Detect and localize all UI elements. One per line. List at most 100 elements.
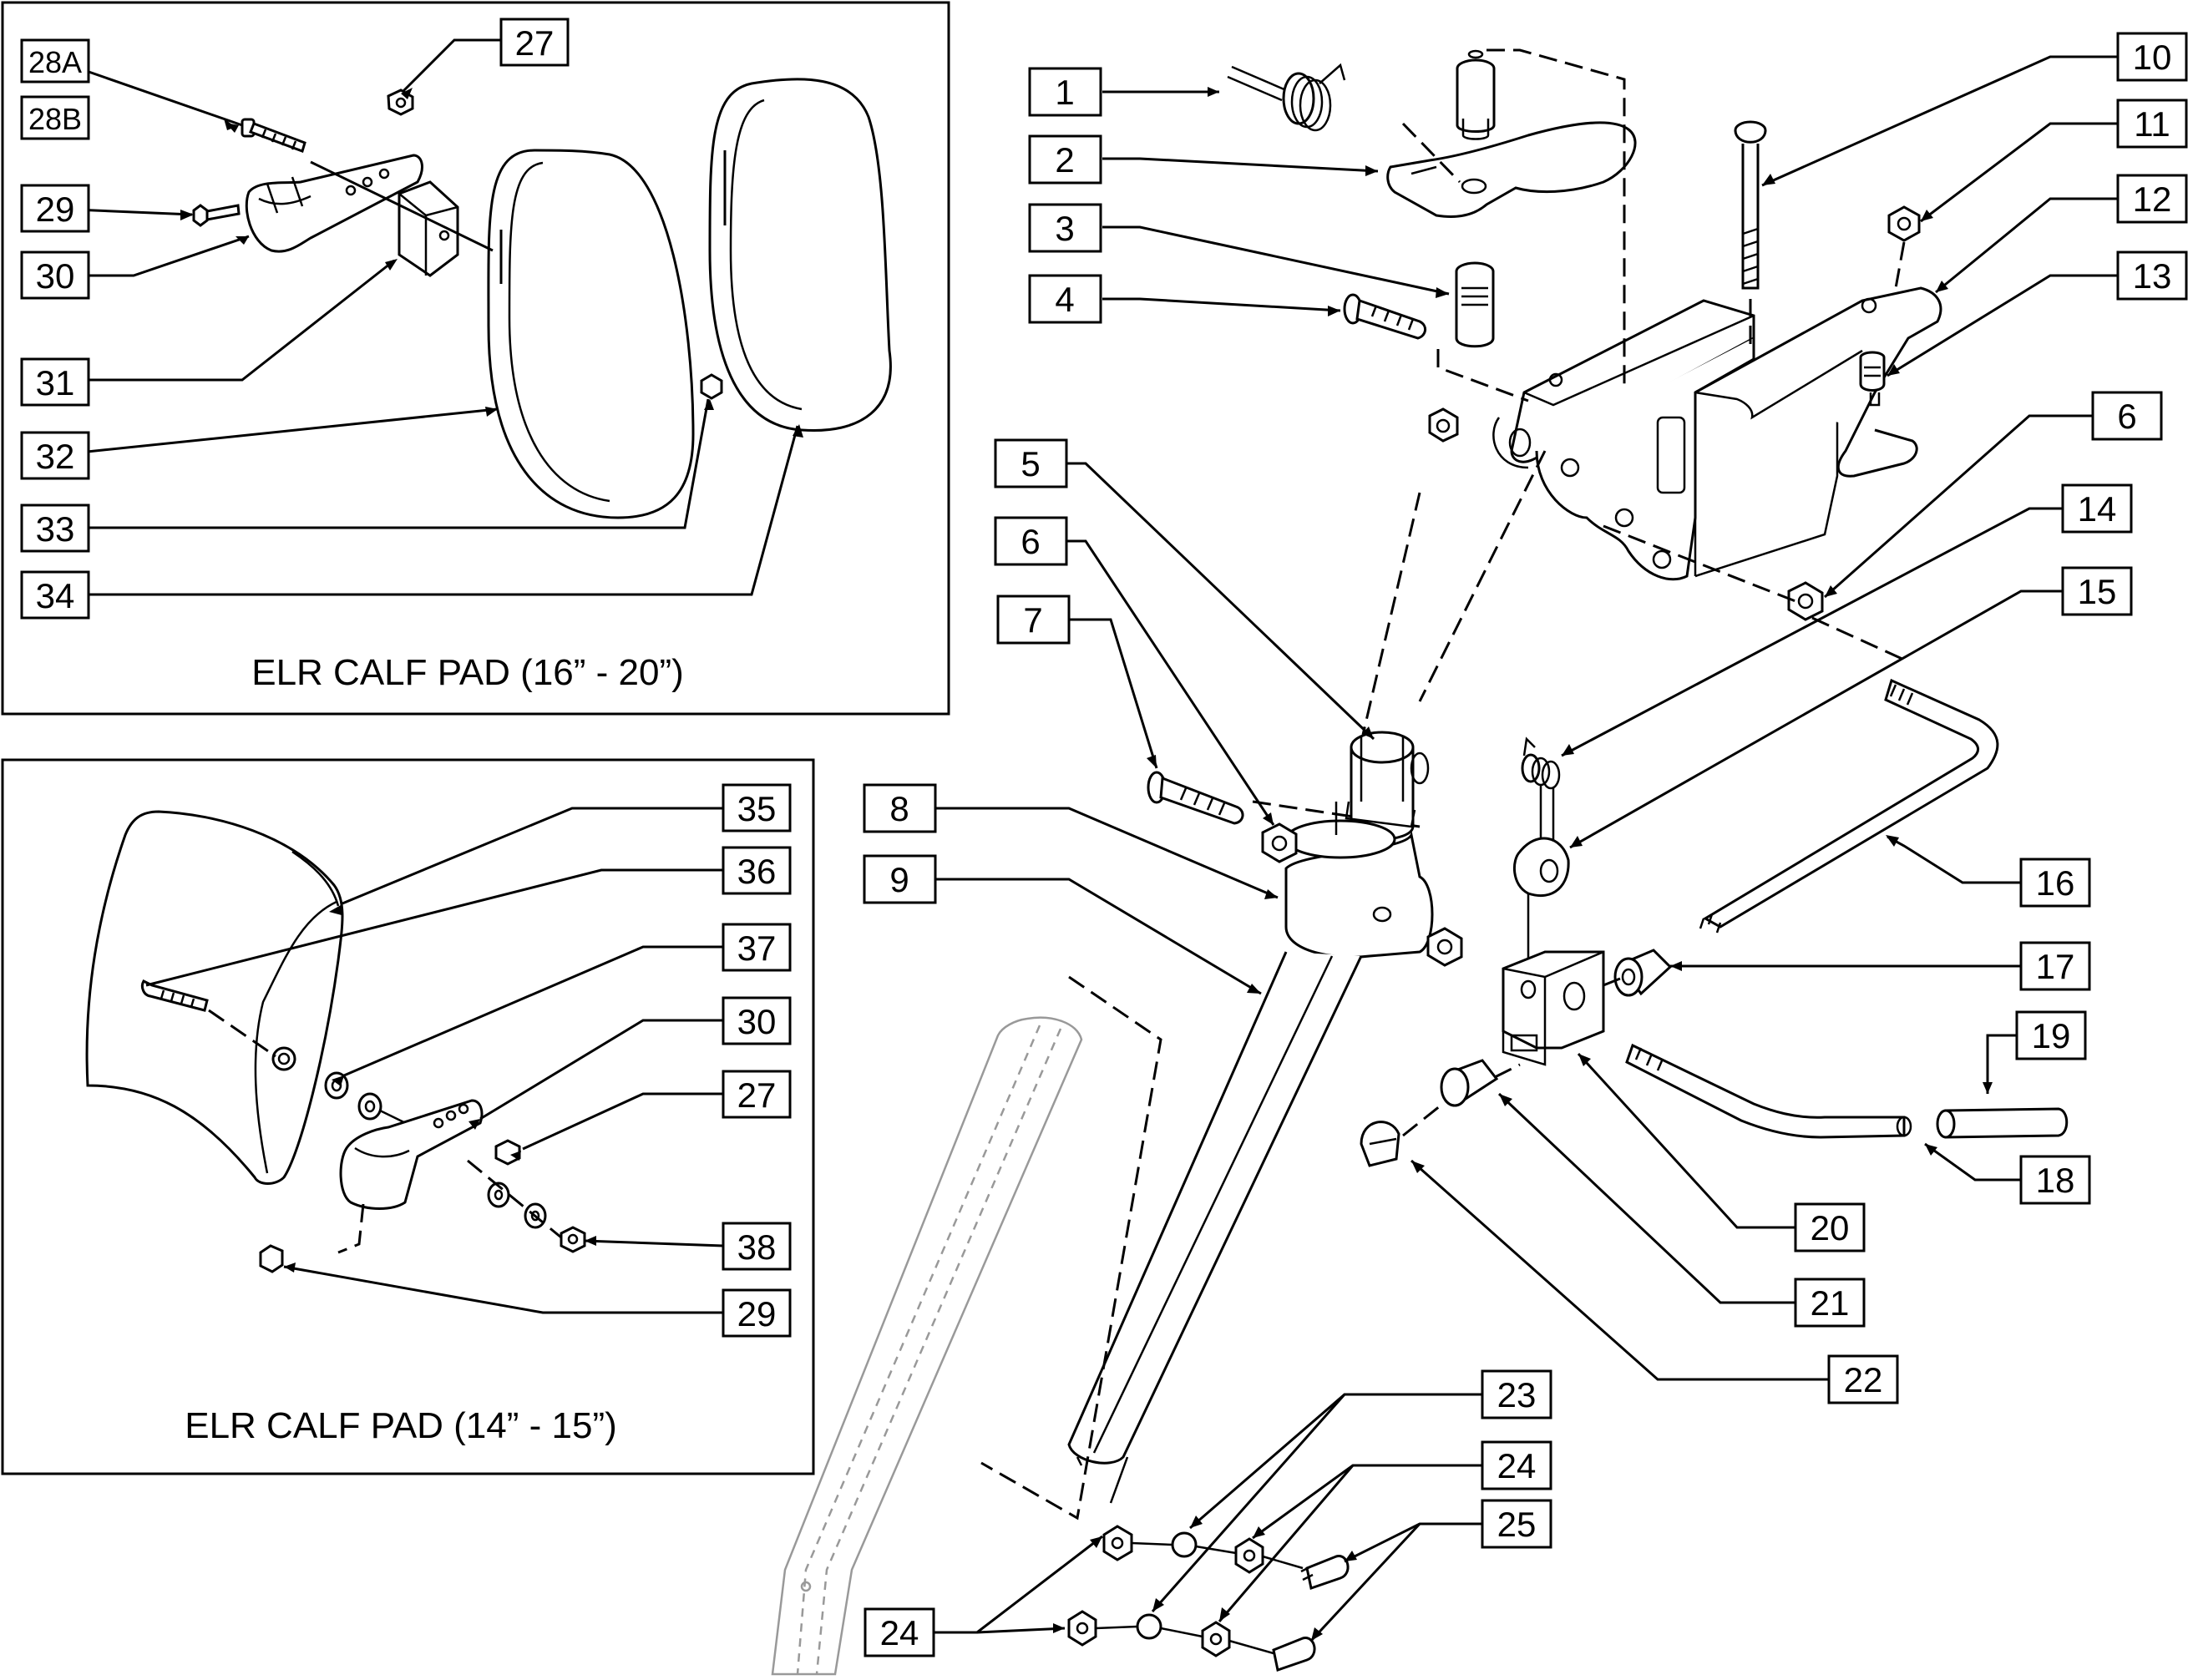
svg-text:21: 21 <box>1811 1283 1850 1323</box>
svg-text:5: 5 <box>1021 444 1040 483</box>
washer-37b <box>357 1092 382 1121</box>
callout-29-upper: 29 <box>20 184 90 233</box>
svg-text:27: 27 <box>515 23 555 63</box>
svg-text:29: 29 <box>36 190 75 229</box>
callout-28a: 28A <box>20 38 90 83</box>
pad-32-drawing <box>487 149 695 519</box>
callout-29-lower: 29 <box>722 1288 792 1338</box>
bracket-20-drawing <box>1502 950 1605 1066</box>
rod-18-drawing <box>1625 1043 1912 1139</box>
arm-12-drawing <box>1694 286 1942 478</box>
svg-text:4: 4 <box>1055 280 1074 319</box>
bushing-21-drawing <box>1440 1059 1499 1107</box>
bushing-17-drawing <box>1613 949 1673 997</box>
nut-6-left-drawing <box>1261 822 1298 863</box>
main-assembly: 1 2 3 4 5 6 7 8 <box>771 32 2188 1676</box>
svg-text:20: 20 <box>1811 1208 1850 1247</box>
callout-19: 19 <box>2015 1010 2087 1060</box>
svg-text:15: 15 <box>2078 572 2117 611</box>
svg-text:32: 32 <box>36 437 75 476</box>
svg-text:25: 25 <box>1497 1505 1537 1544</box>
callout-27-upper: 27 <box>499 18 570 67</box>
callout-33: 33 <box>20 503 90 553</box>
lever-2-drawing <box>1386 121 1637 218</box>
callout-6-right: 6 <box>2091 391 2163 441</box>
leader-34 <box>55 425 799 596</box>
collar-8-drawing <box>1284 802 1434 959</box>
callout-30-lower: 30 <box>722 996 792 1045</box>
spring-14-drawing <box>1521 736 1561 860</box>
callout-21: 21 <box>1794 1278 1866 1328</box>
svg-text:38: 38 <box>737 1227 777 1267</box>
svg-text:35: 35 <box>737 789 777 828</box>
callout-24-left: 24 <box>864 1607 935 1657</box>
tube-9-drawing <box>1067 951 1363 1504</box>
callout-24-right: 24 <box>1481 1440 1552 1490</box>
svg-text:10: 10 <box>2133 38 2172 77</box>
bushing-13-drawing <box>1859 351 1886 407</box>
clamp-30-lower-drawing <box>337 1099 484 1254</box>
callout-20: 20 <box>1794 1202 1866 1252</box>
callout-28b: 28B <box>20 95 90 140</box>
callout-7: 7 <box>996 595 1071 645</box>
inset-frame-upper <box>1 1 950 716</box>
svg-text:28A: 28A <box>28 45 82 79</box>
hanger-bracket-drawing <box>1492 299 1839 581</box>
ghost-tube-drawing <box>771 975 1162 1676</box>
tube-5-drawing <box>1345 731 1430 841</box>
rod-16-drawing <box>1699 678 1999 934</box>
svg-text:8: 8 <box>889 789 909 828</box>
callout-27-lower: 27 <box>722 1070 792 1119</box>
svg-text:30: 30 <box>737 1002 777 1041</box>
svg-text:29: 29 <box>737 1294 777 1333</box>
nut-11-drawing <box>1887 205 1921 242</box>
bolt-7-drawing <box>1147 771 1244 825</box>
bolt-4-drawing <box>1343 293 1426 340</box>
bushing-3-drawing <box>1455 261 1495 348</box>
inset-title-upper: ELR CALF PAD (16” - 20”) <box>251 652 684 693</box>
leader-29-lower <box>283 1265 723 1314</box>
leader-27-upper <box>401 38 501 94</box>
callout-13: 13 <box>2116 250 2188 301</box>
svg-text:6: 6 <box>2117 397 2136 436</box>
leader-30-lower <box>479 1019 723 1121</box>
nut-27-lower-drawing <box>494 1139 521 1166</box>
svg-text:36: 36 <box>737 852 777 891</box>
svg-text:17: 17 <box>2036 947 2075 986</box>
callout-14: 14 <box>2061 483 2133 534</box>
callout-23: 23 <box>1481 1369 1552 1419</box>
svg-text:24: 24 <box>880 1613 919 1652</box>
callout-3: 3 <box>1028 203 1102 253</box>
svg-text:11: 11 <box>2134 104 2170 144</box>
screw-29-drawing <box>192 204 241 227</box>
leader-36 <box>145 868 723 987</box>
svg-text:19: 19 <box>2032 1016 2071 1055</box>
svg-text:18: 18 <box>2036 1161 2075 1200</box>
screw-36-drawing <box>140 979 209 1012</box>
leader-33 <box>55 398 710 529</box>
callout-6-left: 6 <box>994 516 1068 566</box>
leader-38 <box>584 1239 724 1247</box>
callout-1: 1 <box>1028 67 1102 117</box>
svg-text:1: 1 <box>1055 73 1074 112</box>
svg-text:12: 12 <box>2133 180 2172 219</box>
bolt-28a-drawing <box>241 118 306 153</box>
callout-9: 9 <box>863 854 937 904</box>
svg-text:23: 23 <box>1497 1375 1537 1414</box>
svg-text:6: 6 <box>1021 522 1040 561</box>
callout-11: 11 <box>2116 99 2188 149</box>
svg-text:24: 24 <box>1497 1446 1537 1485</box>
svg-text:34: 34 <box>36 576 75 615</box>
callout-31: 31 <box>20 357 90 407</box>
svg-text:3: 3 <box>1055 209 1074 248</box>
inset-panel-14-15: ELR CALF PAD (14” - 15”) <box>1 758 815 1475</box>
bolt-29-lower-drawing <box>259 1244 284 1273</box>
washer-37a <box>324 1071 349 1100</box>
callout-16: 16 <box>2019 858 2091 908</box>
svg-text:37: 37 <box>737 929 777 968</box>
callout-38: 38 <box>722 1222 792 1271</box>
nut-33-drawing <box>700 373 723 400</box>
callout-8: 8 <box>863 783 937 833</box>
callout-30-upper: 30 <box>20 250 90 300</box>
